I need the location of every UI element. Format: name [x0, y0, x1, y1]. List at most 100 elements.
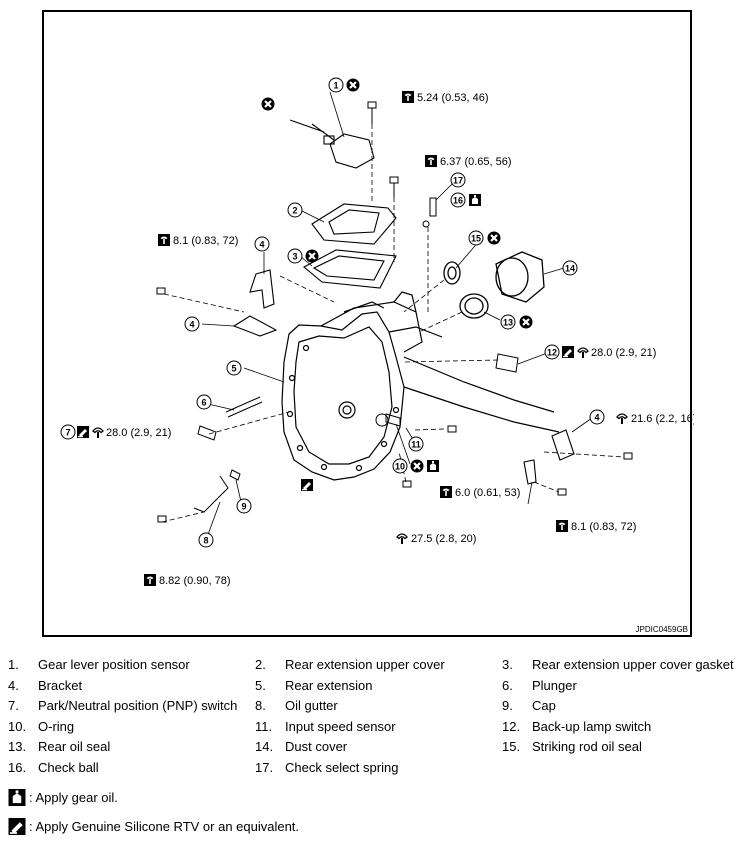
torque-t9: 27.5 (2.8, 20) [396, 533, 476, 545]
diagram-svg: 1 2 3 4 4 4 5 6 728.0 (2.9, 21) 8 9 10 1… [60, 77, 694, 634]
svg-text:6.37 (0.65, 56): 6.37 (0.65, 56) [440, 156, 512, 168]
legend-item: 6.Plunger [502, 678, 577, 693]
svg-text:8.82 (0.90, 78): 8.82 (0.90, 78) [159, 575, 231, 587]
callout-15: 15 [468, 230, 502, 246]
callout-11: 11 [408, 436, 424, 452]
svg-text:4: 4 [189, 320, 194, 330]
torque-t2: 6.37 (0.65, 56) [425, 155, 512, 168]
torque-wrench-icon [158, 234, 170, 246]
torque-t10: 8.82 (0.90, 78) [144, 574, 231, 587]
legend-item: 10.O-ring [8, 719, 75, 734]
callout-4b: 4 [184, 316, 200, 332]
callout-17: 17 [450, 172, 466, 188]
torque-t7: 6.0 (0.61, 53) [440, 486, 520, 499]
torque-wrench-icon [396, 533, 408, 545]
gear-oil-icon [469, 194, 481, 206]
svg-text:8.1 (0.83, 72): 8.1 (0.83, 72) [571, 521, 636, 533]
svg-text:13: 13 [503, 318, 513, 328]
torque-t3: 8.1 (0.83, 72) [158, 234, 238, 247]
do-not-reuse-icon [518, 314, 534, 330]
rear-extension-housing [281, 291, 560, 481]
svg-text:21.6 (2.2, 16): 21.6 (2.2, 16) [631, 413, 694, 425]
svg-text:16: 16 [453, 196, 463, 206]
svg-text:3: 3 [292, 252, 297, 262]
leader-lines [201, 91, 593, 541]
svg-text:15: 15 [471, 234, 481, 244]
svg-text:10: 10 [395, 462, 405, 472]
legend-item: 1.Gear lever position sensor [8, 657, 190, 672]
sealant-icon [77, 426, 89, 438]
torque-labels: 5.24 (0.53, 46) 6.37 (0.65, 56) 8.1 (0.8… [144, 91, 694, 587]
do-not-reuse-icon [486, 230, 502, 246]
torque-wrench-icon [425, 155, 437, 167]
svg-text:5: 5 [231, 364, 236, 374]
do-not-reuse-icon [304, 248, 320, 264]
legend-item: 15.Striking rod oil seal [502, 739, 642, 754]
torque-wrench-icon [92, 427, 104, 439]
svg-text:9: 9 [241, 502, 246, 512]
svg-text:8.1 (0.83, 72): 8.1 (0.83, 72) [173, 235, 238, 247]
svg-text:28.0 (2.9, 21): 28.0 (2.9, 21) [106, 427, 171, 439]
gear-lever-position-sensor [289, 119, 375, 169]
svg-text:17: 17 [453, 176, 463, 186]
legend-item: 11.Input speed sensor [255, 719, 396, 734]
torque-wrench-icon [144, 574, 156, 586]
legend-item: 9.Cap [502, 698, 556, 713]
svg-text:8: 8 [203, 536, 208, 546]
legend-item: 8.Oil gutter [255, 698, 338, 713]
sealant-icon [562, 346, 574, 358]
callout-10: 10 [392, 458, 439, 474]
note-gear-oil: : Apply gear oil. [8, 789, 118, 806]
do-not-reuse-icon [409, 458, 425, 474]
svg-text:11: 11 [411, 440, 421, 450]
callout-4c: 4 [589, 409, 605, 425]
torque-t6: 21.6 (2.2, 16) [616, 413, 694, 425]
callout-13: 13 [500, 314, 534, 330]
svg-text:4: 4 [594, 413, 599, 423]
figure-code: JPDIC0459GB [636, 625, 688, 634]
dashed-guides [161, 124, 625, 523]
gear-oil-icon [8, 789, 26, 806]
callout-6: 6 [196, 394, 212, 410]
svg-text:4: 4 [259, 240, 264, 250]
legend-item: 2.Rear extension upper cover [255, 657, 445, 672]
legend-item: 17.Check select spring [255, 760, 399, 775]
callout-1: 1 [328, 77, 361, 93]
callout-14: 14 [562, 260, 578, 276]
torque-wrench-icon [556, 520, 568, 532]
legend-item: 7.Park/Neutral position (PNP) switch [8, 698, 238, 713]
torque-wrench-icon [440, 486, 452, 498]
legend-item: 16.Check ball [8, 760, 99, 775]
svg-text:6: 6 [201, 398, 206, 408]
torque-wrench-icon [402, 91, 414, 103]
do-not-reuse-icon [260, 96, 276, 112]
torque-t8: 8.1 (0.83, 72) [556, 520, 636, 533]
gear-oil-icon [427, 460, 439, 472]
callout-2: 2 [287, 202, 303, 218]
brackets [232, 269, 575, 485]
svg-text:1: 1 [333, 81, 338, 91]
callout-5: 5 [226, 360, 242, 376]
torque-wrench-icon [616, 413, 628, 425]
legend-item: 12.Back-up lamp switch [502, 719, 652, 734]
svg-text:2: 2 [292, 206, 297, 216]
legend-item: 5.Rear extension [255, 678, 373, 693]
callout-8: 8 [198, 532, 214, 548]
legend-item: 3.Rear extension upper cover gasket [502, 657, 734, 672]
sealant-icon [301, 479, 313, 491]
callout-16: 16 [450, 192, 481, 208]
torque-t1: 5.24 (0.53, 46) [402, 91, 489, 104]
legend-item: 14.Dust cover [255, 739, 348, 754]
legend-item: 13.Rear oil seal [8, 739, 111, 754]
note-silicone: : Apply Genuine Silicone RTV or an equiv… [8, 818, 299, 835]
svg-text:5.24 (0.53, 46): 5.24 (0.53, 46) [417, 92, 489, 104]
svg-text:6.0 (0.61, 53): 6.0 (0.61, 53) [455, 487, 520, 499]
svg-text:28.0 (2.9, 21): 28.0 (2.9, 21) [591, 347, 656, 359]
sealant-icon [8, 818, 26, 835]
legend-item: 4.Bracket [8, 678, 83, 693]
upper-cover [303, 203, 397, 289]
do-not-reuse-icon [345, 77, 361, 93]
seals [443, 251, 545, 319]
